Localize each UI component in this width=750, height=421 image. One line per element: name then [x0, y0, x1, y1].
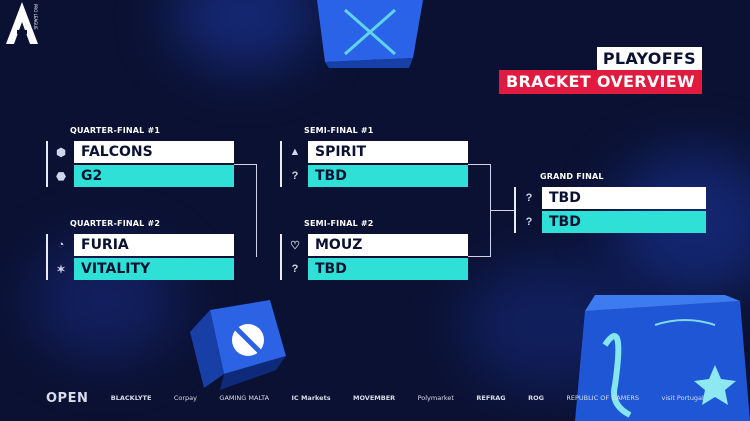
background-glow: [170, 0, 320, 70]
team-name: FURIA: [74, 234, 234, 256]
sponsor-logo: Polymarket: [417, 394, 454, 402]
team-name: SPIRIT: [308, 141, 468, 163]
team-name: TBD: [308, 165, 468, 187]
connector-line: [468, 256, 490, 257]
cube-decoration: [575, 295, 750, 421]
team-name: TBD: [308, 258, 468, 280]
sponsor-logo: ROG: [528, 394, 544, 402]
match-team-row[interactable]: ⬣ G2: [48, 165, 234, 187]
sponsor-logo: OPEN: [46, 390, 89, 406]
mouz-logo-icon: ♡: [290, 239, 300, 252]
spirit-logo-icon: ▲: [289, 146, 301, 158]
connector-line: [234, 164, 256, 165]
sponsor-logo: visit Portugal: [661, 394, 704, 402]
match-team-row[interactable]: ? TBD: [516, 211, 706, 233]
question-mark-icon: ?: [525, 216, 533, 228]
g2-logo-icon: ⬣: [56, 170, 66, 183]
event-logo-line: LEAGUE: [33, 13, 38, 30]
match-accent-bar: [46, 141, 48, 187]
connector-line: [468, 164, 490, 165]
match-team-row[interactable]: ? TBD: [282, 258, 468, 280]
sponsor-logo: GAMING MALTA: [219, 394, 270, 402]
team-name: VITALITY: [74, 258, 234, 280]
grand-final-label: GRAND FINAL: [540, 172, 604, 181]
team-name: FALCONS: [74, 141, 234, 163]
match-team-row[interactable]: ? TBD: [282, 165, 468, 187]
match-accent-bar: [280, 141, 282, 187]
question-mark-icon: ?: [291, 263, 299, 275]
cube-decoration: [190, 300, 286, 390]
sponsor-logo: REFRAG: [476, 394, 506, 402]
match-team-row[interactable]: ♡ MOUZ: [282, 234, 468, 256]
team-name: G2: [74, 165, 234, 187]
semi-final-2-label: SEMI-FINAL #2: [304, 219, 374, 228]
quarter-final-1-label: QUARTER-FINAL #1: [70, 126, 161, 135]
sponsor-logo: REPUBLIC OF GAMERS: [566, 394, 640, 402]
team-name: TBD: [542, 187, 706, 209]
match-team-row[interactable]: ? TBD: [516, 187, 706, 209]
quarter-final-2-label: QUARTER-FINAL #2: [70, 219, 161, 228]
question-mark-icon: ?: [291, 170, 299, 182]
sponsor-logo: MOVEMBER: [352, 394, 396, 402]
event-logo-text: PRO LEAGUE: [33, 4, 38, 30]
match-team-row[interactable]: ⬢ FALCONS: [48, 141, 234, 163]
page-title-playoffs: PLAYOFFS: [596, 47, 702, 71]
question-mark-icon: ?: [525, 192, 533, 204]
match-team-row[interactable]: ✶ VITALITY: [48, 258, 234, 280]
sponsor-bar: OPEN BLACKLYTE Corpay GAMING MALTA IC Ma…: [0, 384, 750, 412]
match-accent-bar: [46, 234, 48, 280]
match-team-row[interactable]: ▲ SPIRIT: [282, 141, 468, 163]
connector-line: [490, 210, 514, 211]
event-logo: [6, 2, 38, 44]
furia-logo-icon: ◔: [57, 239, 65, 251]
page-title-bracket-overview: BRACKET OVERVIEW: [499, 70, 702, 94]
sponsor-logo: Corpay: [173, 394, 197, 402]
team-name: TBD: [542, 211, 706, 233]
sponsor-logo: IC Markets: [291, 394, 331, 402]
cube-decoration: [317, 0, 423, 68]
sponsor-logo: BLACKLYTE: [110, 394, 152, 402]
event-logo-line: PRO: [33, 4, 38, 13]
semi-final-1-label: SEMI-FINAL #1: [304, 126, 374, 135]
match-accent-bar: [280, 234, 282, 280]
match-accent-bar: [514, 187, 516, 233]
vitality-logo-icon: ✶: [56, 263, 66, 276]
match-team-row[interactable]: ◔ FURIA: [48, 234, 234, 256]
team-name: MOUZ: [308, 234, 468, 256]
falcons-logo-icon: ⬢: [56, 146, 66, 159]
connector-line: [256, 164, 257, 257]
